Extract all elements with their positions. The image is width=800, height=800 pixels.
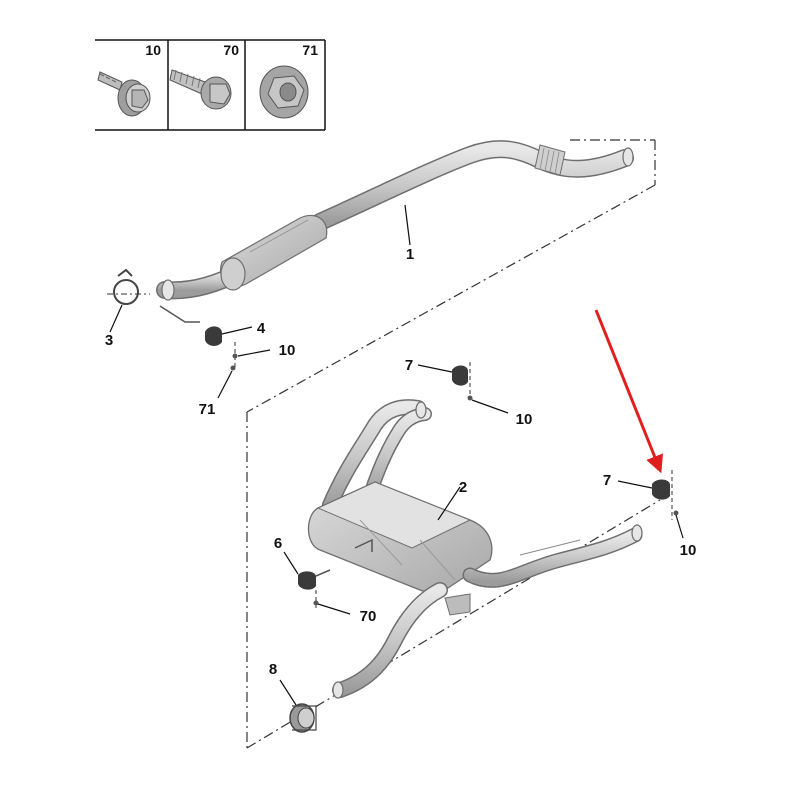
leader-lines bbox=[109, 204, 684, 706]
callout-bolt-upper: 10 bbox=[516, 411, 533, 428]
flange-nut-icon bbox=[259, 65, 309, 119]
front-pipe bbox=[156, 140, 634, 323]
table-header-71: 71 bbox=[302, 42, 318, 58]
table-header-10: 10 bbox=[145, 42, 161, 58]
rear-silencer bbox=[307, 399, 643, 699]
screw-icon bbox=[169, 69, 232, 110]
clamp-rear bbox=[289, 703, 317, 733]
callout-hanger-upper: 7 bbox=[405, 357, 413, 374]
highlight-arrow bbox=[594, 309, 664, 474]
rubber-mount-front bbox=[205, 326, 238, 371]
flange-bolt-icon bbox=[97, 71, 151, 117]
callout-bolt-front: 10 bbox=[279, 342, 296, 359]
callout-screw-left: 70 bbox=[360, 608, 377, 625]
callout-bracket-left: 6 bbox=[274, 535, 282, 552]
callout-clamp-rear: 8 bbox=[269, 661, 277, 678]
table-header-70: 70 bbox=[223, 42, 239, 58]
bracket-left bbox=[298, 569, 331, 610]
fastener-table: 10 70 71 bbox=[95, 39, 326, 131]
callout-clamp-front: 3 bbox=[105, 332, 113, 349]
clamp-front bbox=[107, 268, 150, 305]
callout-hanger-right: 7 bbox=[603, 472, 611, 489]
callout-rear-silencer: 2 bbox=[459, 479, 467, 496]
callout-front-pipe: 1 bbox=[406, 246, 414, 263]
callout-bolt-right: 10 bbox=[680, 542, 697, 559]
rubber-hanger-upper bbox=[452, 362, 473, 401]
rubber-hanger-right bbox=[652, 470, 679, 520]
callout-mount-front: 4 bbox=[257, 320, 266, 337]
callout-nut-front: 71 bbox=[199, 401, 216, 418]
